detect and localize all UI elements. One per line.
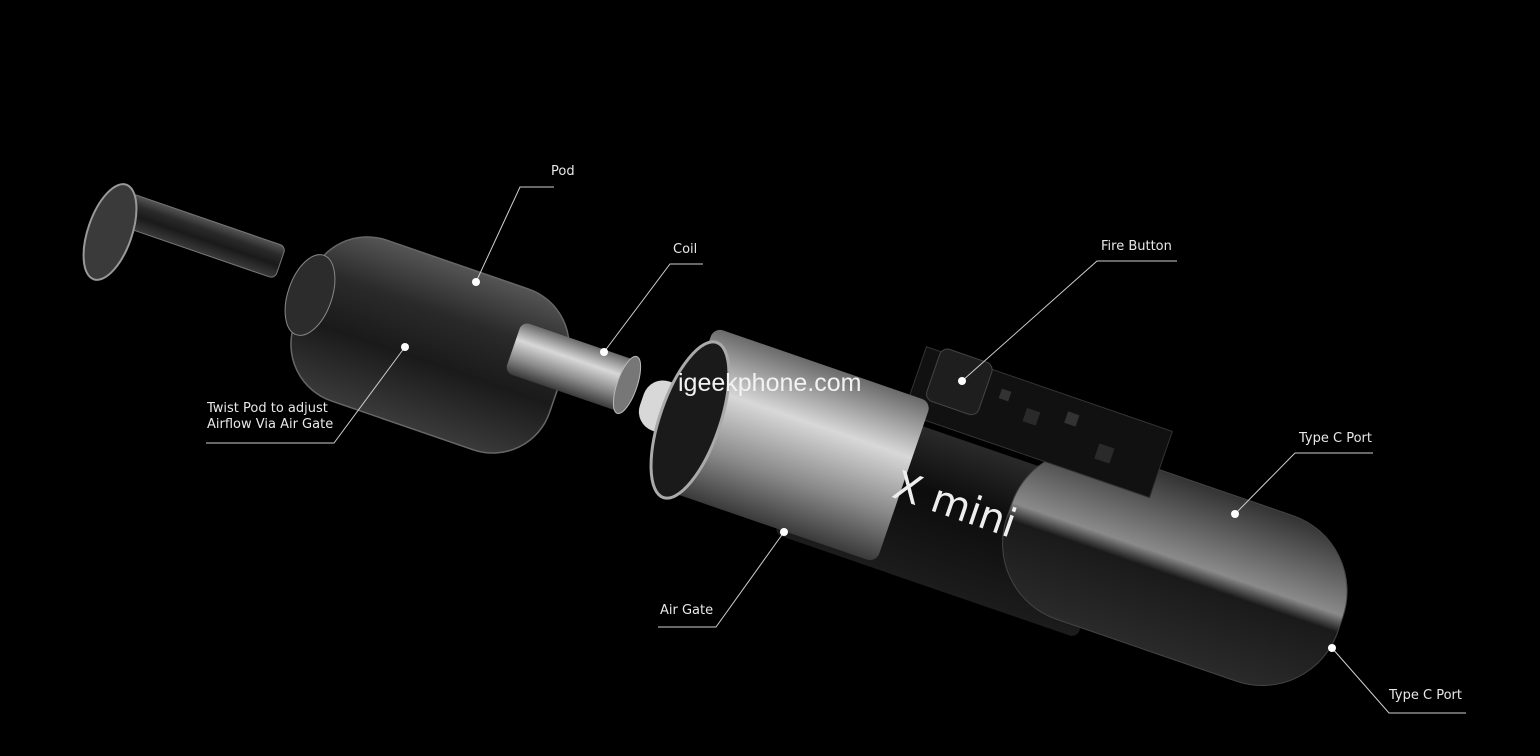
label-coil: Coil	[673, 242, 698, 257]
type-c-end-cap	[1002, 448, 1348, 686]
label-pod: Pod	[551, 164, 575, 179]
label-fire-button: Fire Button	[1101, 239, 1172, 254]
leader-lines	[206, 186, 1466, 714]
label-twist-pod-line1: Twist Pod to adjust	[207, 401, 328, 416]
label-air-gate: Air Gate	[660, 603, 714, 618]
pod	[284, 236, 570, 454]
callout-dots	[401, 278, 1336, 652]
watermark: igeekphone.com	[678, 369, 862, 397]
air-gate-sleeve	[649, 329, 929, 561]
label-twist-pod-line2: Airflow Via Air Gate	[207, 417, 334, 432]
label-type-c-port-bottom: Type C Port	[1389, 688, 1462, 703]
label-type-c-port-top: Type C Port	[1299, 431, 1372, 446]
mouthpiece	[82, 183, 285, 281]
coil	[506, 323, 642, 415]
